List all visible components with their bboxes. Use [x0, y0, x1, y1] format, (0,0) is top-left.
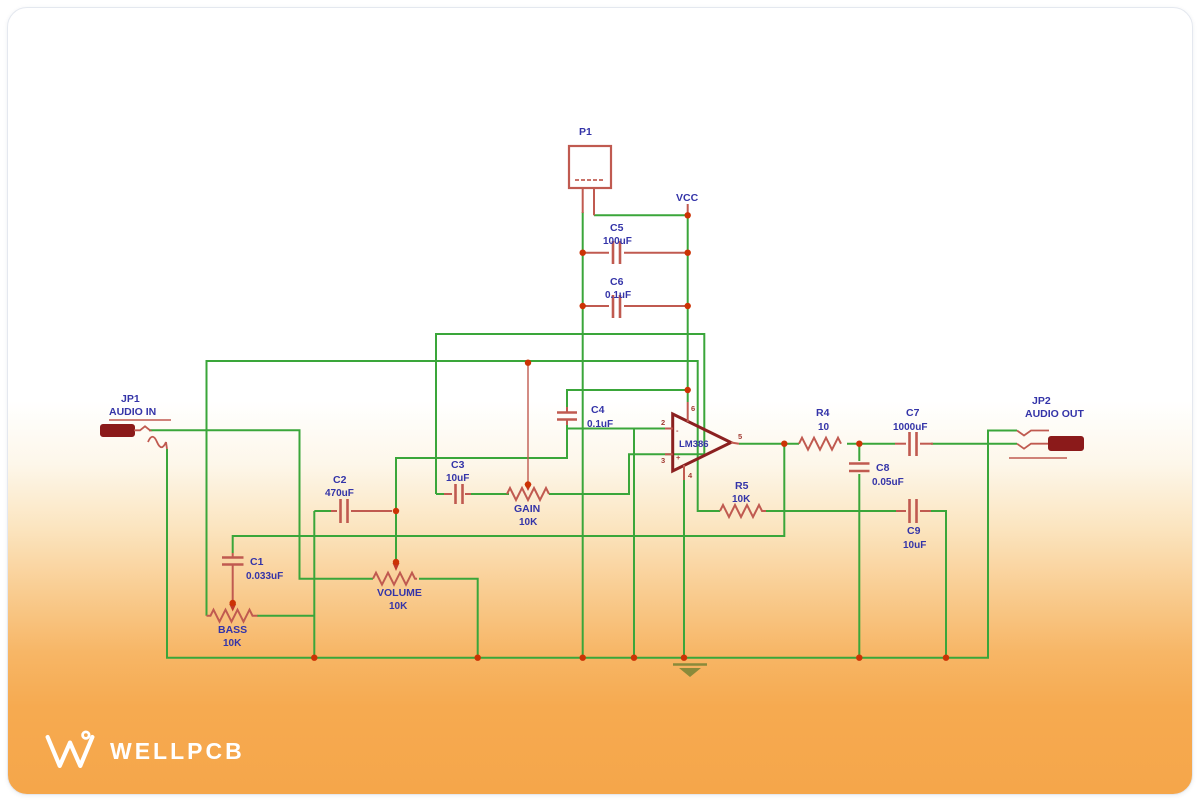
c4-ref: C4 [591, 404, 605, 416]
c6-value: 0.1uF [605, 290, 631, 301]
r4-value: 10 [818, 422, 830, 433]
opamp-pin6-label: 6 [691, 404, 695, 413]
pot-gain-body [506, 485, 550, 503]
c1-ref: C1 [250, 556, 264, 568]
gain-ref: GAIN [514, 503, 540, 515]
c1-value: 0.033uF [246, 571, 283, 582]
c8-ref: C8 [876, 462, 890, 474]
junction-dots [229, 212, 950, 661]
wire-c2-column [313, 510, 331, 658]
opamp-triangle [671, 411, 735, 474]
wire-feedback-long [231, 443, 786, 553]
resistor-r4 [798, 435, 842, 452]
volume-value: 10K [389, 601, 408, 612]
wire-r5-c9 [784, 510, 947, 658]
r5-ref: R5 [735, 480, 749, 492]
c3-value: 10uF [446, 473, 469, 484]
pot-volume-body [372, 570, 417, 587]
jack-jp1 [100, 419, 171, 450]
capacitor-c4 [557, 407, 577, 425]
c2-ref: C2 [333, 474, 347, 486]
gain-value: 10K [519, 517, 538, 528]
c4-value: 0.1uF [587, 419, 613, 430]
wire-pin2-net [566, 425, 673, 658]
volume-ref: VOLUME [377, 587, 422, 599]
c3-ref: C3 [451, 459, 465, 471]
opamp-plus-mark: + [676, 453, 681, 462]
jp2-ref: JP2 [1032, 395, 1051, 407]
wellpcb-logo-text: WELLPCB [110, 737, 245, 764]
ground-symbol [673, 663, 707, 677]
wire-c4-top [566, 389, 688, 407]
wire-h1-pin3-net [435, 333, 706, 495]
opamp-lm386 [665, 402, 740, 480]
opamp-pin4-label: 4 [688, 471, 693, 480]
schematic-canvas: P1 VCC C5 100uF C6 0.1uF C4 0.1uF C3 10u… [100, 126, 1085, 677]
bass-wiper-arrow [229, 604, 237, 612]
opamp-part-label: LM386 [679, 439, 709, 450]
jp2-label: AUDIO OUT [1025, 408, 1085, 420]
c9-ref: C9 [907, 525, 921, 537]
resistor-r5 [719, 502, 766, 520]
wire-volume-right [419, 577, 479, 658]
labels: P1 VCC C5 100uF C6 0.1uF C4 0.1uF C3 10u… [109, 126, 1085, 649]
c2-value: 470uF [325, 488, 354, 499]
c9-value: 10uF [903, 540, 926, 551]
wire-ground-rail [166, 429, 1017, 659]
c5-ref: C5 [610, 222, 624, 234]
p1-box [567, 144, 613, 190]
wellpcb-logo-mark [45, 730, 95, 769]
c7-value: 1000uF [893, 422, 927, 433]
r4-ref: R4 [816, 407, 830, 419]
pot-bass-body [206, 607, 258, 624]
volume-wiper-arrow [392, 563, 400, 571]
schematic-card: P1 VCC C5 100uF C6 0.1uF C4 0.1uF C3 10u… [7, 7, 1193, 795]
wire-h2-bass-r5 [205, 360, 720, 616]
bass-ref: BASS [218, 624, 247, 636]
capacitor-c8 [849, 462, 870, 473]
capacitor-c7 [895, 432, 933, 456]
wire-c4-wiper-net [395, 425, 568, 560]
capacitor-c2 [331, 499, 392, 523]
capacitor-c9 [896, 499, 931, 523]
vcc-label: VCC [676, 192, 699, 204]
components [100, 144, 1084, 624]
jp1-body [100, 424, 135, 437]
c8-value: 0.05uF [872, 477, 904, 488]
opamp-minus-mark: - [676, 426, 679, 435]
capacitor-c3 [444, 484, 471, 504]
opamp-pin5-label: 5 [738, 432, 742, 441]
jack-jp2 [1009, 429, 1084, 459]
capacitor-c6 [582, 295, 688, 318]
jp1-sleeve-squiggle [147, 435, 167, 449]
wire-jackin-volume [149, 429, 373, 580]
wellpcb-logo: WELLPCB [42, 728, 245, 774]
capacitor-c5 [582, 241, 688, 264]
jp1-ref: JP1 [121, 393, 140, 405]
bass-value: 10K [223, 638, 242, 649]
c7-ref: C7 [906, 407, 920, 419]
c5-value: 100uF [603, 236, 632, 247]
jp1-label: AUDIO IN [109, 406, 156, 418]
opamp-pin2-label: 2 [661, 418, 665, 427]
wire-nets [149, 212, 1017, 659]
r5-value: 10K [732, 494, 751, 505]
capacitor-c1 [222, 553, 244, 602]
p1-ref: P1 [579, 126, 592, 138]
c6-ref: C6 [610, 276, 624, 288]
jp2-body [1048, 436, 1084, 451]
connector-p1 [567, 144, 613, 216]
opamp-pin3-label: 3 [661, 456, 665, 465]
